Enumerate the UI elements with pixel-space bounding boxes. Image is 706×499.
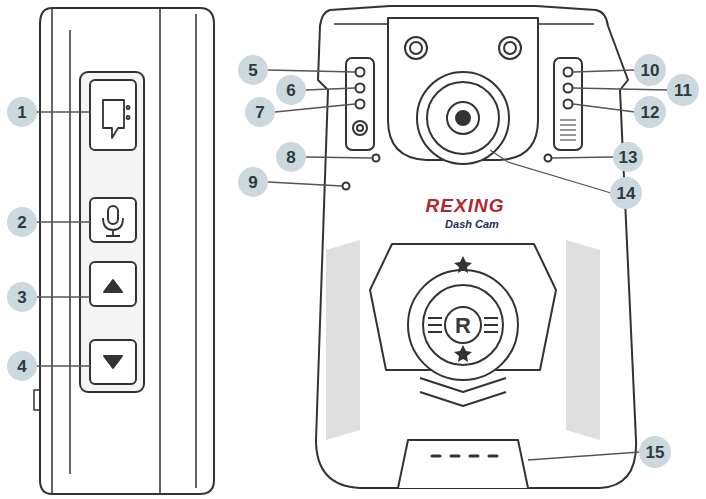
audio-button (90, 198, 136, 242)
callout-number: 8 (286, 149, 295, 166)
down-button (90, 340, 136, 384)
brand-subtitle: Dash Cam (445, 219, 499, 230)
callout-number: 5 (248, 62, 257, 79)
leader-lines (36, 70, 668, 460)
up-button (90, 262, 136, 306)
callout-circles (7, 54, 699, 468)
callout-number: 11 (674, 82, 692, 99)
emblem-letter: R (455, 315, 471, 337)
front-housing (316, 6, 636, 488)
side-housing (40, 8, 214, 494)
camera-lens (417, 72, 509, 164)
callout-number: 6 (286, 82, 295, 99)
callout-number: 4 (17, 358, 26, 375)
callout-number: 9 (248, 174, 257, 191)
callout-number: 10 (641, 62, 660, 79)
front-emblem-plate (370, 244, 556, 370)
callout-number: 15 (646, 444, 665, 461)
ptt-button (90, 80, 136, 150)
callout-number: 13 (619, 149, 638, 166)
callout-number: 12 (641, 104, 660, 121)
brand-logo: REXING (426, 196, 505, 215)
callout-number: 1 (17, 104, 26, 121)
callout-number: 14 (617, 185, 636, 202)
callout-number: 2 (17, 214, 26, 231)
callout-number: 7 (255, 104, 264, 121)
callout-number: 3 (17, 289, 26, 306)
